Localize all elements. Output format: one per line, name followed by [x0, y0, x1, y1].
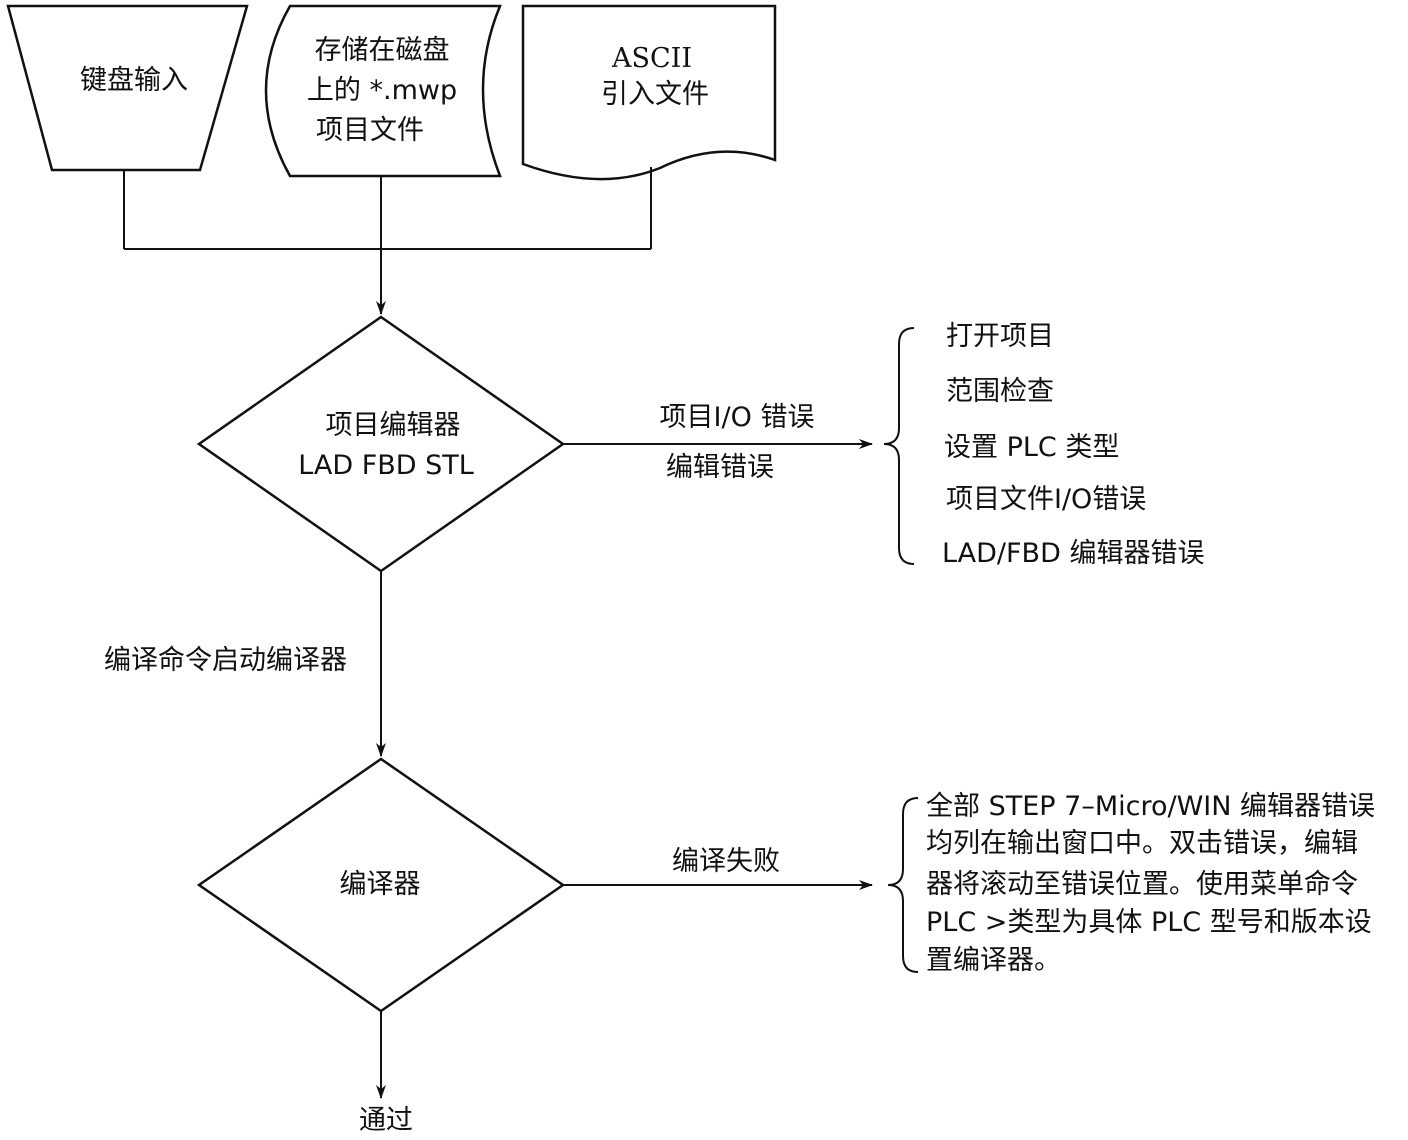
editor-error-item: 设置 PLC 类型: [944, 432, 1120, 463]
pass-label: 通过: [359, 1105, 413, 1136]
editor-errors-brace: [883, 327, 915, 565]
compile-fail-note-line: 器将滚动至错误位置。使用菜单命令: [926, 869, 1358, 900]
compile-fail-label: 编译失败: [672, 846, 780, 877]
editor-error-item: 范围检查: [946, 376, 1054, 407]
editor-name-label: 项目编辑器: [325, 410, 461, 441]
disk-file-label-line3: 项目文件: [316, 115, 424, 146]
manual-input-shape: [6, 4, 249, 172]
edit-error-label: 编辑错误: [666, 452, 774, 483]
editor-error-item: 项目文件I/O错误: [946, 484, 1147, 515]
editor-error-item: LAD/FBD 编辑器错误: [942, 538, 1205, 569]
compile-command-label: 编译命令启动编译器: [104, 645, 347, 676]
disk-file-label-line2: 上的 *.mwp: [306, 75, 458, 106]
stored-data-shape: [264, 4, 502, 178]
ascii-label-line2: 引入文件: [601, 79, 709, 110]
compiler-name-label: 编译器: [339, 869, 421, 900]
editor-error-item: 打开项目: [946, 321, 1054, 352]
disk-file-label-line1: 存储在磁盘: [314, 35, 450, 66]
compile-fail-note-line: 置编译器。: [926, 945, 1061, 976]
ascii-label-line1: ASCII: [612, 43, 692, 74]
editor-languages-label: LAD FBD STL: [298, 450, 474, 481]
compile-fail-note-line: 全部 STEP 7–Micro/WIN 编辑器错误: [926, 791, 1376, 822]
keyboard-input-label: 键盘输入: [80, 65, 188, 96]
io-error-label: 项目I/O 错误: [659, 402, 815, 433]
compile-fail-note-line: PLC >类型为具体 PLC 型号和版本设: [926, 907, 1372, 938]
compiler-fail-brace: [887, 797, 919, 973]
compile-fail-note-line: 均列在输出窗口中。双击错误，编辑: [926, 828, 1358, 859]
document-shape: [521, 4, 777, 181]
